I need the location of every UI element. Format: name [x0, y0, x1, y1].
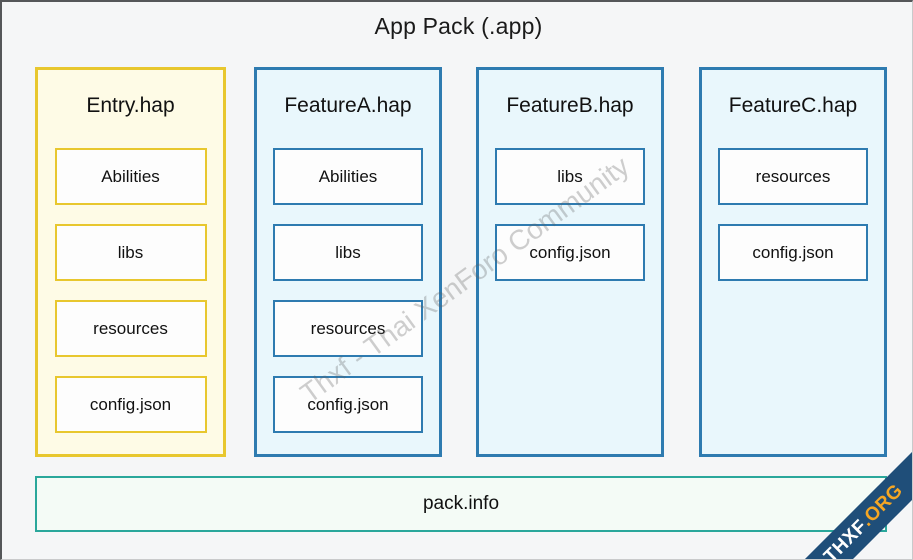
package-item: libs	[54, 224, 207, 281]
package-item: config.json	[54, 376, 207, 433]
package-item: resources	[54, 300, 207, 357]
pack-info-bar: pack.info	[35, 476, 887, 532]
package-item: Abilities	[273, 148, 423, 205]
column-title-featureb-hap: FeatureB.hap	[506, 94, 634, 117]
column-title-entry-hap: Entry.hap	[86, 94, 175, 117]
column-items-featureb-hap: libs config.json	[479, 148, 661, 300]
package-item: resources	[273, 300, 423, 357]
package-item: Abilities	[54, 148, 207, 205]
column-items-featurea-hap: Abilities libs resources config.json	[257, 148, 439, 452]
package-column-featureb-hap: FeatureB.hap libs config.json	[476, 67, 664, 457]
column-items-entry-hap: Abilities libs resources config.json	[38, 148, 223, 452]
package-item: libs	[273, 224, 423, 281]
package-column-featurec-hap: FeatureC.hap resources config.json	[699, 67, 887, 457]
package-item: config.json	[718, 224, 868, 281]
column-items-featurec-hap: resources config.json	[702, 148, 884, 300]
pack-info-label: pack.info	[422, 493, 500, 514]
page-title: App Pack (.app)	[374, 13, 543, 39]
package-column-entry-hap: Entry.hap Abilities libs resources confi…	[35, 67, 226, 457]
package-column-featurea-hap: FeatureA.hap Abilities libs resources co…	[254, 67, 442, 457]
package-item: resources	[718, 148, 868, 205]
package-item: config.json	[273, 376, 423, 433]
column-title-featurec-hap: FeatureC.hap	[728, 94, 858, 117]
package-item: libs	[495, 148, 645, 205]
package-item: config.json	[495, 224, 645, 281]
column-title-featurea-hap: FeatureA.hap	[284, 94, 412, 117]
